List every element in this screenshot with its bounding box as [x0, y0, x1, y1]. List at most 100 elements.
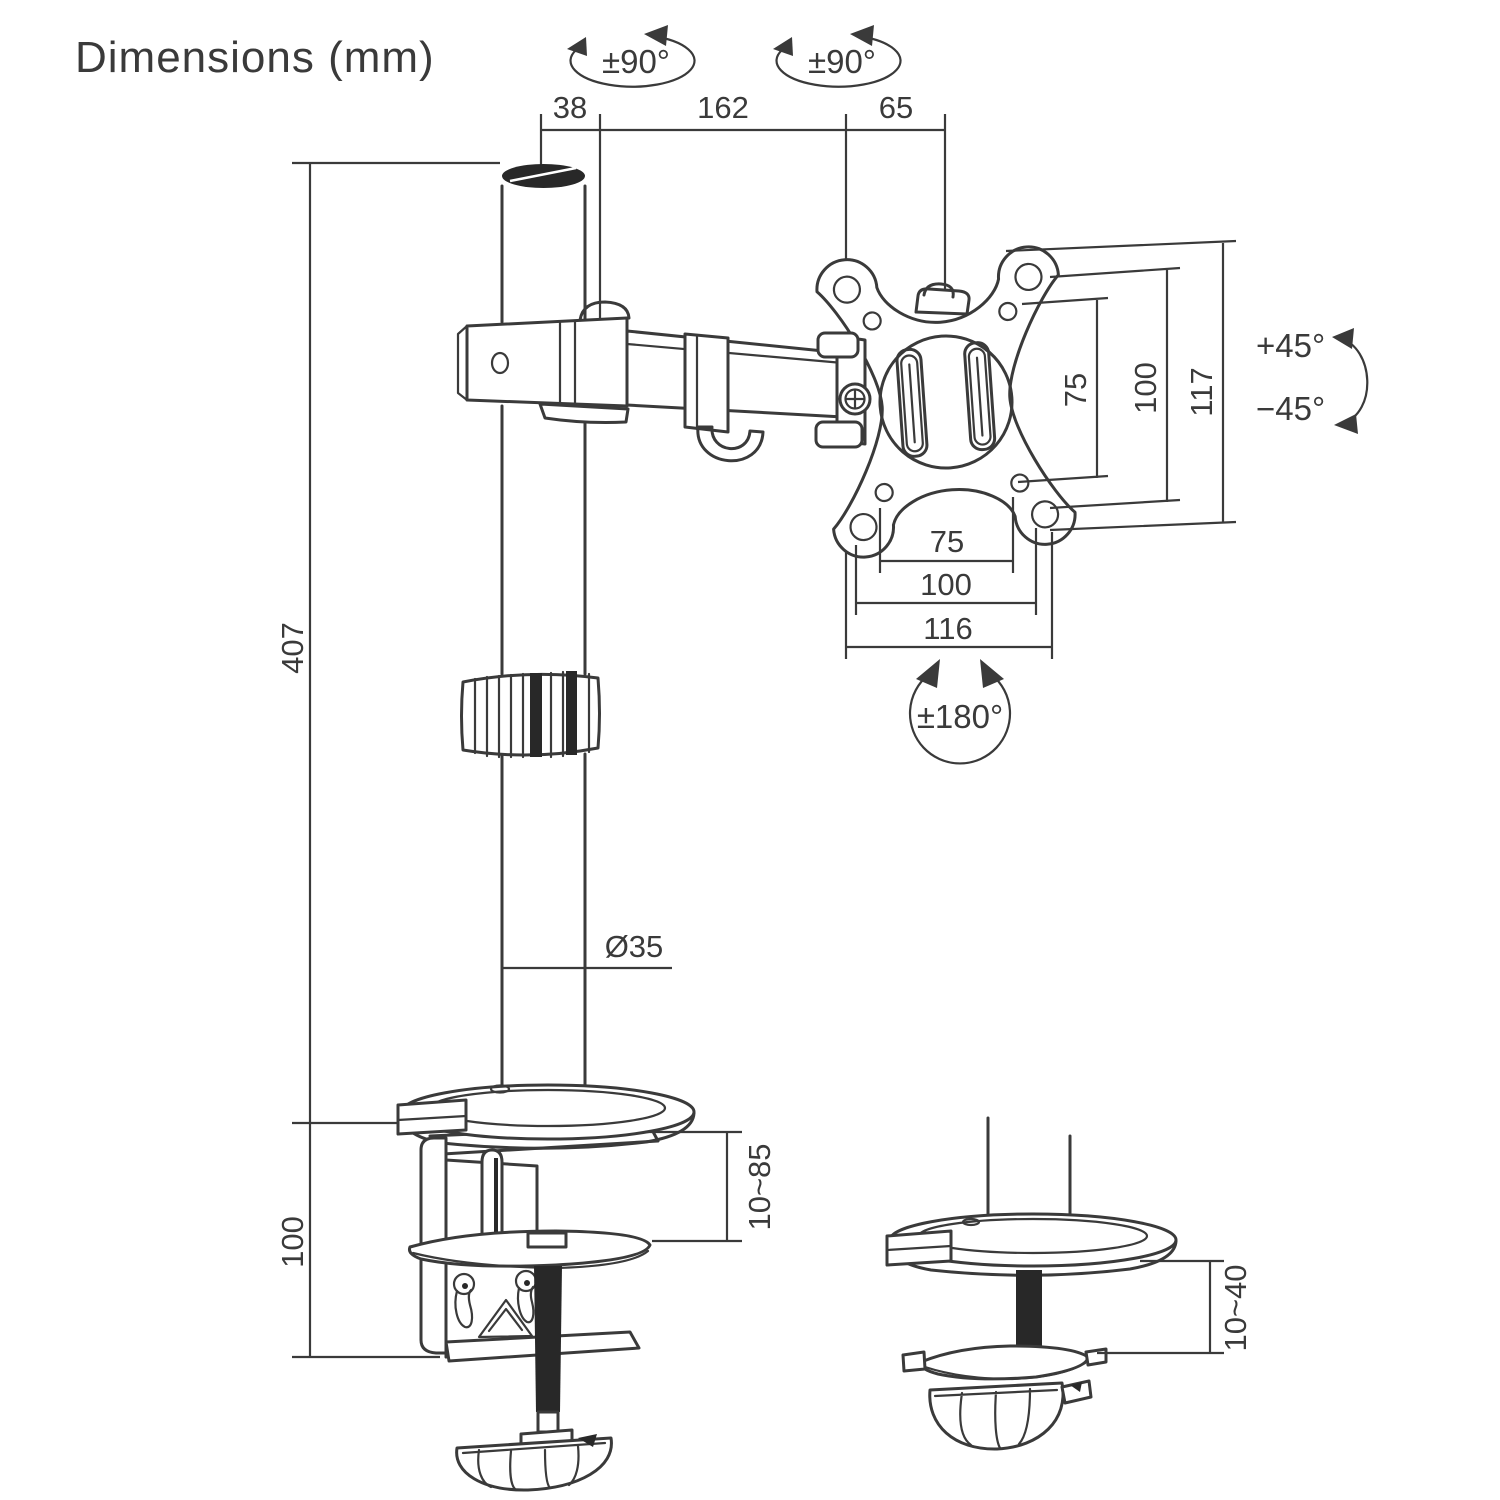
- rotation-arc: [908, 674, 1012, 765]
- swivel-left-icon: ±90°: [567, 25, 696, 88]
- keyhole-left: [452, 1272, 476, 1296]
- dim-407: 407: [275, 622, 310, 674]
- vesa-center-circle: [878, 334, 1014, 470]
- swivel-right-arc: [775, 34, 902, 88]
- vesa75-hole-bl: [874, 482, 894, 503]
- grommet-range-dimension: 10~40: [1097, 1259, 1253, 1355]
- clamp-guide-pin: [480, 1148, 504, 1244]
- keyhole-left-tail: [454, 1288, 474, 1329]
- joint-clip-top: [816, 331, 860, 359]
- swivel-right-label: ±90°: [808, 43, 876, 80]
- vesa-slot-right-inner: [967, 347, 992, 446]
- page-title: Dimensions (mm): [75, 33, 435, 82]
- collar-ribs: [473, 670, 591, 759]
- vesa75-hole-br: [1010, 473, 1030, 493]
- pole-sides: [500, 184, 587, 1090]
- swivel-right-icon: ±90°: [773, 25, 902, 88]
- vesa100-hole-br: [1030, 500, 1060, 529]
- grommet-disc-hole: [961, 1217, 981, 1227]
- dim-162: 162: [697, 90, 749, 125]
- bracket-details: [456, 320, 577, 406]
- dim-65: 65: [879, 90, 913, 125]
- grommet-mount-view: [885, 1116, 1178, 1451]
- vesa-slot-left-slit: [908, 363, 916, 444]
- vesa-plate: [815, 245, 1077, 559]
- dim-75-horizontal: 75: [930, 524, 964, 559]
- grommet-lower-plate: [919, 1344, 1090, 1381]
- vesa100-hole-tl: [832, 275, 862, 304]
- grommet-plate-tab-left: [901, 1350, 927, 1373]
- dim-38: 38: [553, 90, 587, 125]
- vesa-slot-left: [895, 347, 929, 458]
- dim117-lines: [1005, 239, 1237, 532]
- vesa-slot-left-inner: [900, 354, 924, 453]
- vesa-top-bolt: [914, 282, 971, 316]
- vesa-horizontal-dimension-group: 75 100 116: [846, 497, 1054, 659]
- bracket-top-bolt: [578, 300, 631, 322]
- dim116-lines: [846, 532, 1054, 659]
- dim-116: 116: [923, 611, 972, 646]
- grommet-lower-plate-rim: [923, 1361, 1087, 1381]
- top-dim-lines: [539, 114, 947, 146]
- dim-100-horizontal: 100: [920, 567, 972, 602]
- vesa-bolt-base: [914, 287, 971, 316]
- keyhole-left-dot: [462, 1283, 468, 1289]
- pole-collar: [460, 670, 601, 759]
- dim-75-vertical: 75: [1058, 373, 1093, 407]
- clamp-screw-thread: [534, 1266, 562, 1412]
- dim-10-85-lines: [645, 1130, 742, 1243]
- keyhole-right-dot: [524, 1280, 530, 1286]
- vesa-vertical-dimension-group: 75 100 117: [1005, 239, 1237, 532]
- vesa100-hole-tr: [1014, 262, 1043, 292]
- tilt-down-label: −45°: [1256, 390, 1325, 427]
- dim75v-lines: [1017, 296, 1109, 484]
- tilt-arrowhead-down: [1334, 414, 1358, 434]
- swivel-left-arrowhead2: [644, 25, 668, 46]
- vesa75-hole-tl: [862, 311, 882, 331]
- collar-dark-ribs: [530, 671, 577, 757]
- top-dim-witness-lines: [539, 146, 947, 659]
- swivel-right-arrowhead2: [850, 25, 874, 46]
- knob-ribs: [461, 1441, 607, 1491]
- tilt-arrowhead-up: [1332, 328, 1354, 349]
- pole: [500, 164, 587, 1090]
- desk-clamp: [408, 1136, 652, 1492]
- clamp-knob: [455, 1436, 613, 1492]
- swivel-left-arrowhead: [567, 37, 587, 56]
- dim100h-lines: [854, 528, 1038, 615]
- keyhole-right-tail: [516, 1285, 535, 1324]
- tilt-range-icon: +45° −45°: [1256, 327, 1369, 434]
- joint-clip-bottom: [814, 420, 864, 449]
- clamp-screw-shaft: [536, 1410, 560, 1434]
- dim75h-lines: [878, 497, 1015, 573]
- left-dimension-group: 407 100: [275, 161, 500, 1359]
- dim100v-lines: [1049, 266, 1181, 510]
- arm-slider-bracket: [683, 332, 730, 434]
- clamp-gusset: [477, 1298, 534, 1339]
- arm-bar: [625, 329, 845, 419]
- grommet-plate-tab-right: [1084, 1347, 1108, 1367]
- cable-hook: [696, 425, 765, 463]
- base-disc-hole: [489, 1084, 511, 1094]
- pole-diameter-dimension: Ø35: [502, 929, 672, 970]
- swivel-right-arrowhead: [773, 37, 793, 56]
- grommet-lip-line: [885, 1244, 953, 1252]
- dim-10-40-lines: [1097, 1259, 1224, 1355]
- dim-100-vertical: 100: [1128, 362, 1163, 414]
- vesa-slot-right-slit: [975, 356, 984, 437]
- vesa75-hole-tr: [998, 301, 1018, 322]
- rotation-arrowhead-left: [916, 659, 940, 688]
- left-dim-lines: [292, 161, 500, 1359]
- vesa-slot-right: [963, 341, 997, 452]
- grommet-claw-notch: [1070, 1382, 1082, 1392]
- tilt-up-label: +45°: [1256, 327, 1325, 364]
- top-dimension-group: 38 162 65: [539, 90, 947, 659]
- desk-base-main: [396, 1083, 696, 1156]
- grommet-screw-thread: [1016, 1270, 1042, 1352]
- dim-100-clamp: 100: [275, 1216, 310, 1268]
- tilt-joint: [814, 331, 872, 449]
- rotation-180-icon: ±180°: [908, 659, 1012, 765]
- screw-boss: [526, 1231, 568, 1249]
